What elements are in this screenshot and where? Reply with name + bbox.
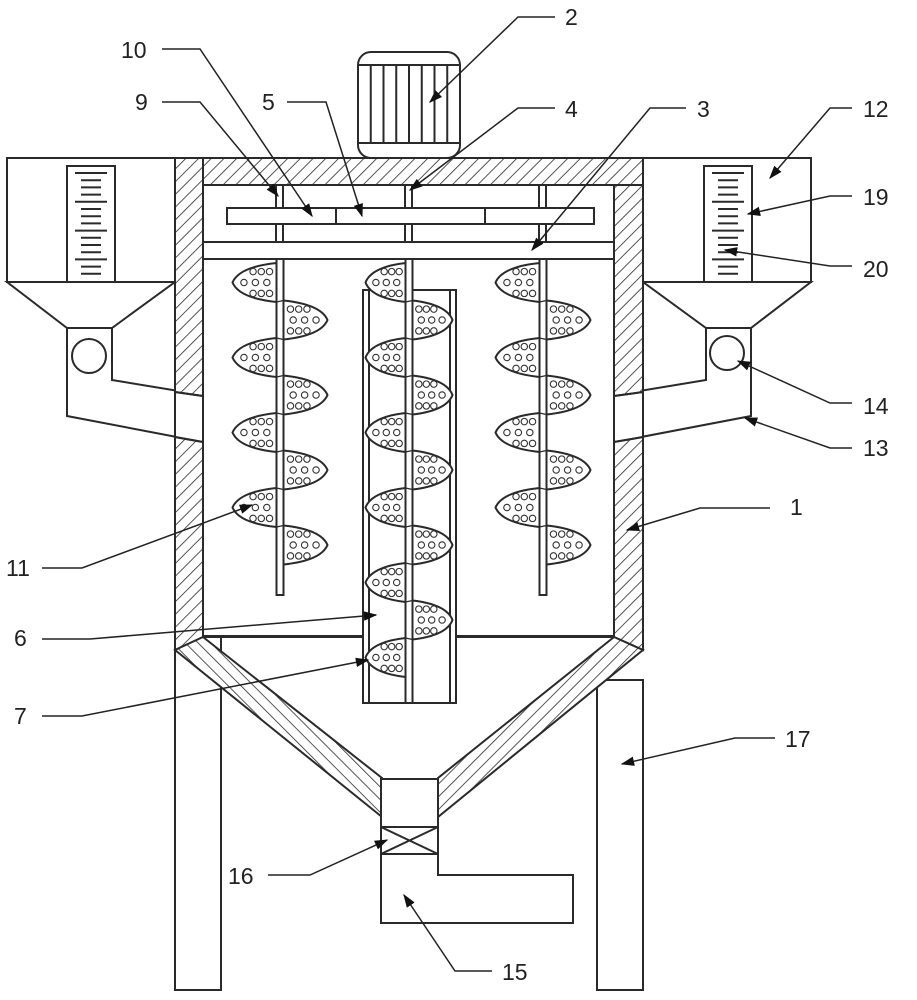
callout-label-side-screw-blade: 11 (6, 555, 30, 581)
callout-label-center-screw-blade: 6 (14, 625, 27, 651)
callout-label-support-plate: 3 (697, 96, 710, 122)
callout-label-main-shaft: 4 (565, 96, 578, 122)
side-shaft-left (277, 259, 284, 595)
motor (358, 52, 460, 158)
left-wall-passage (175, 392, 203, 442)
tank-top-wall (175, 158, 643, 185)
leader-line-feed-valve (738, 361, 852, 403)
callout-label-feed-hopper: 12 (863, 96, 889, 122)
driven-gear-right (485, 208, 594, 224)
left-feed-valve (72, 339, 106, 373)
leader-line-feed-pipe (745, 418, 852, 448)
callout-label-driven-gear: 10 (121, 37, 147, 63)
main-shaft (406, 259, 413, 703)
left-hopper-assembly (7, 158, 203, 442)
callout-label-feed-pipe: 13 (863, 435, 889, 461)
side-shaft-right (540, 259, 547, 595)
right-hopper-assembly (615, 158, 811, 442)
right-feed-valve (710, 336, 744, 370)
leader-line-tank-body (627, 508, 770, 530)
callout-label-level-window: 19 (863, 184, 889, 210)
support-leg-right (597, 680, 643, 990)
callout-label-feed-valve: 14 (863, 393, 889, 419)
discharge-neck (381, 779, 438, 827)
callout-label-motor: 2 (565, 4, 578, 30)
drive-gear-center (336, 208, 485, 224)
discharge-pipe (381, 854, 573, 923)
right-hopper-funnel (643, 282, 811, 328)
driven-gear-left (227, 208, 336, 224)
support-plate (203, 242, 614, 259)
left-hopper-funnel (7, 282, 175, 328)
callout-label-guide-tube: 7 (14, 703, 27, 729)
leader-line-support-leg (622, 738, 775, 764)
callout-label-support-leg: 17 (785, 726, 811, 752)
leader-line-discharge-valve (268, 840, 387, 875)
discharge-assembly (381, 779, 573, 923)
callout-label-discharge-pipe: 15 (502, 959, 528, 985)
callout-label-tank-body: 1 (790, 494, 803, 520)
callout-label-scale-marks: 20 (863, 256, 889, 282)
callout-label-side-shaft: 9 (135, 89, 148, 115)
callout-label-drive-gear-center: 5 (262, 89, 275, 115)
right-wall-passage (614, 392, 643, 442)
callout-label-discharge-valve: 16 (228, 863, 254, 889)
